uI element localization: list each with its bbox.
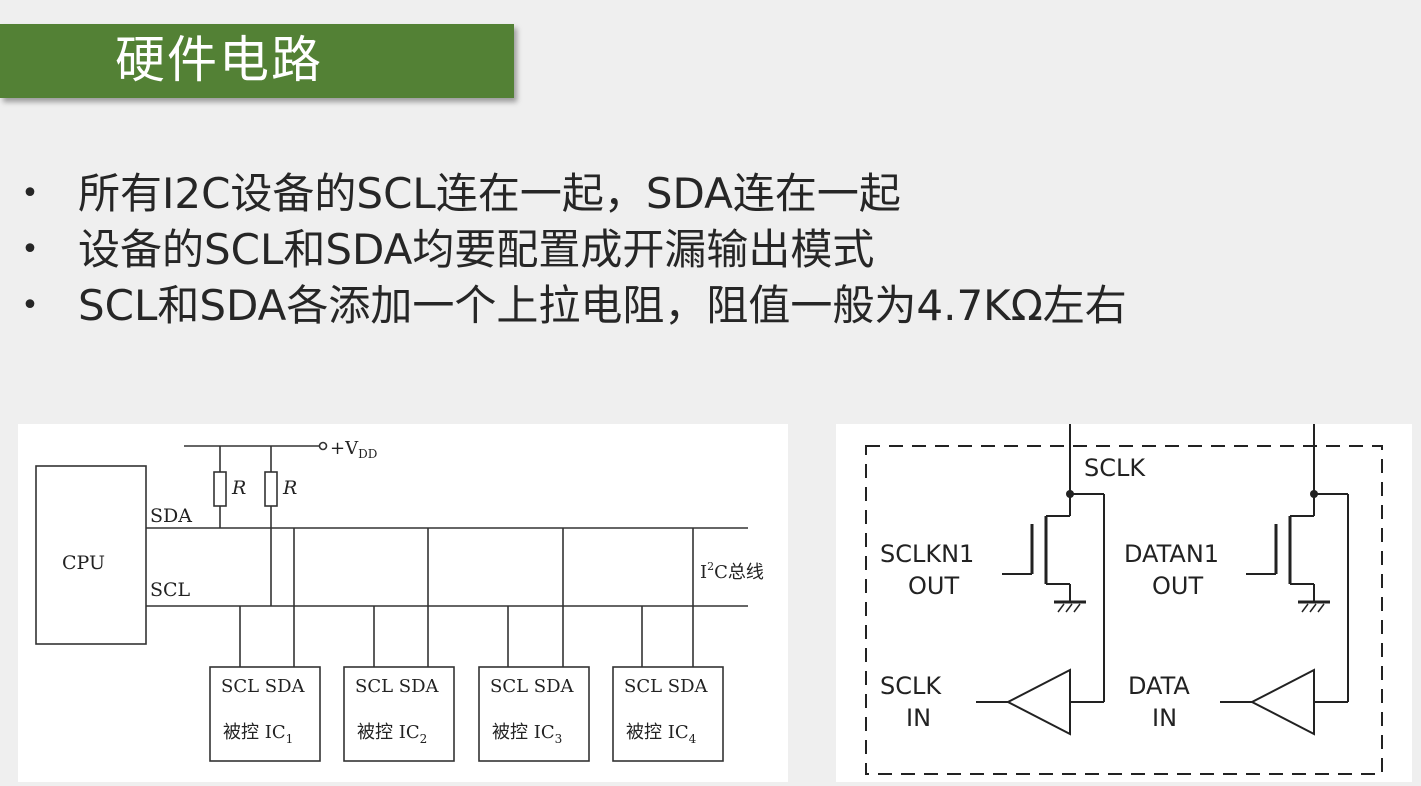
resistor-sda <box>213 471 227 507</box>
bullet-dot: • <box>21 176 39 211</box>
left-in-label-2: IN <box>906 704 931 732</box>
chip-boundary <box>865 445 1383 775</box>
slave-ic-box <box>343 666 455 762</box>
slave-ic-box <box>612 666 724 762</box>
cpu-box <box>35 465 147 645</box>
vdd-terminal <box>318 441 328 451</box>
bullet-list: • 所有I2C设备的SCL连在一起，SDA连在一起 • 设备的SCL和SDA均要配置… <box>20 166 1320 334</box>
slide-title: 硬件电路 <box>115 31 323 89</box>
i2c-bus-svg: CPU SDA SCL R R +VDD I2C总线 SCL SDA 被控 IC… <box>35 438 764 762</box>
slave-pin-label: SCL SDA <box>490 676 575 697</box>
open-drain-svg: SCLK SCLKN1 OUT SCLK IN DATAN1 OUT DATA … <box>865 424 1383 775</box>
slave-pin-label: SCL SDA <box>355 676 440 697</box>
slave-ic-box <box>209 666 321 762</box>
right-in-label-1: DATA <box>1128 672 1190 700</box>
slave-name-label: 被控 IC1 <box>223 722 293 746</box>
resistor-scl <box>264 471 278 507</box>
bullet-text: 设备的SCL和SDA均要配置成开漏输出模式 <box>78 225 875 274</box>
i2c-bus-diagram: CPU SDA SCL R R +VDD I2C总线 SCL SDA 被控 IC… <box>18 424 788 782</box>
resistor-label: R <box>231 477 246 499</box>
bullet-item: • SCL和SDA各添加一个上拉电阻，阻值一般为4.7KΩ左右 <box>20 278 1320 334</box>
bullet-item: • 设备的SCL和SDA均要配置成开漏输出模式 <box>20 222 1320 278</box>
resistor-label: R <box>282 477 297 499</box>
bullet-text: 所有I2C设备的SCL连在一起，SDA连在一起 <box>78 169 901 218</box>
left-out-label-1: SCLKN1 <box>880 540 974 568</box>
title-bar: 硬件电路 <box>0 24 514 98</box>
slave-pin-label: SCL SDA <box>221 676 306 697</box>
bus-label: I2C总线 <box>700 560 764 583</box>
left-in-label-1: SCLK <box>880 672 942 700</box>
bullet-text: SCL和SDA各添加一个上拉电阻，阻值一般为4.7KΩ左右 <box>78 281 1127 330</box>
cpu-label: CPU <box>62 552 105 574</box>
slave-pin-label: SCL SDA <box>624 676 709 697</box>
bullet-item: • 所有I2C设备的SCL连在一起，SDA连在一起 <box>20 166 1320 222</box>
sda-label: SDA <box>150 505 192 527</box>
slave-name-label: 被控 IC4 <box>626 722 697 746</box>
open-drain-io-diagram: SCLK SCLKN1 OUT SCLK IN DATAN1 OUT DATA … <box>836 424 1412 782</box>
bullet-dot: • <box>21 288 39 323</box>
slave-name-label: 被控 IC2 <box>357 722 427 746</box>
sclk-top-label: SCLK <box>1084 454 1146 482</box>
slave-ic-box <box>478 666 590 762</box>
slave-name-label: 被控 IC3 <box>492 722 562 746</box>
input-buffer-triangle <box>1249 668 1315 736</box>
right-in-label-2: IN <box>1152 704 1177 732</box>
right-out-label-2: OUT <box>1152 572 1203 600</box>
left-out-label-2: OUT <box>908 572 959 600</box>
right-out-label-1: DATAN1 <box>1124 540 1219 568</box>
scl-label: SCL <box>150 579 191 601</box>
vdd-label: +VDD <box>330 438 377 461</box>
input-buffer-triangle <box>1005 668 1071 736</box>
bullet-dot: • <box>21 232 39 267</box>
